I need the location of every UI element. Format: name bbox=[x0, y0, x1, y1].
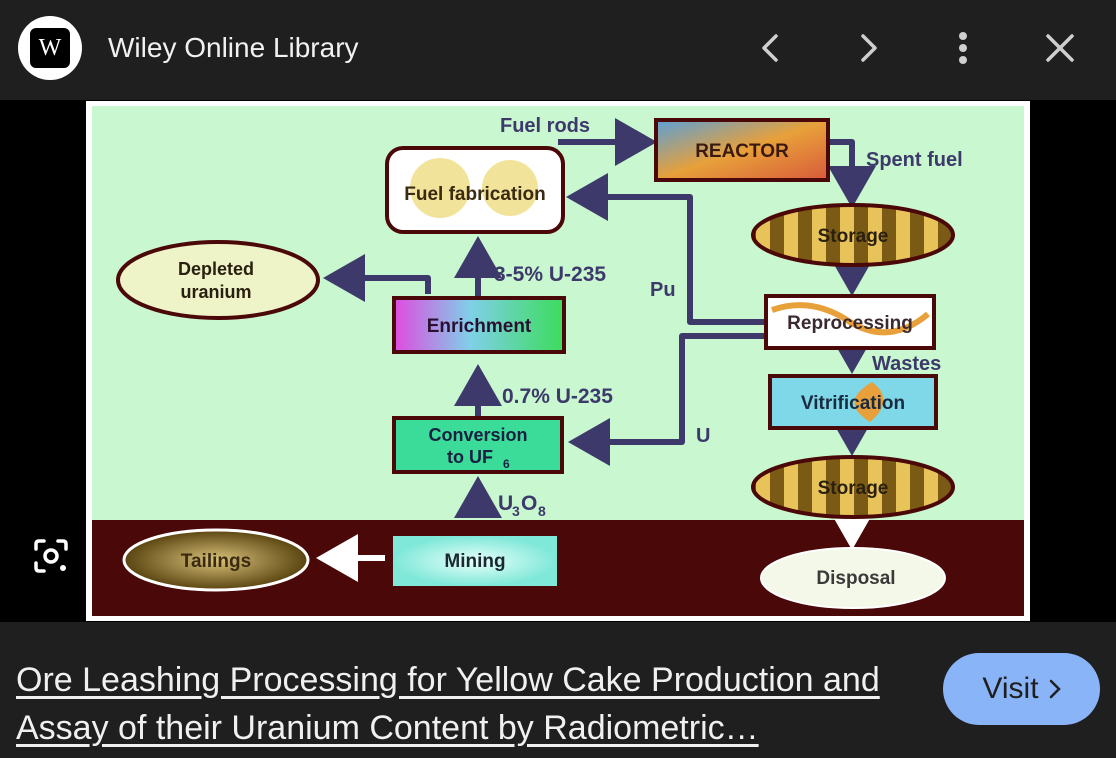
tailings-label: Tailings bbox=[181, 551, 251, 572]
conversion-label-2: to UF bbox=[447, 447, 493, 467]
depleted-uranium-ellipse bbox=[116, 240, 320, 320]
close-icon[interactable] bbox=[1040, 28, 1080, 68]
svg-text:3: 3 bbox=[512, 503, 520, 519]
conversion-label-1: Conversion bbox=[428, 425, 527, 445]
more-vert-icon[interactable] bbox=[943, 28, 983, 68]
wastes-label: Wastes bbox=[872, 353, 941, 375]
u-label: U bbox=[696, 425, 710, 447]
storage-top-label: Storage bbox=[818, 226, 889, 247]
vitrification-label: Vitrification bbox=[801, 393, 905, 414]
forward-icon[interactable] bbox=[848, 28, 888, 68]
lens-search-button[interactable] bbox=[18, 528, 84, 584]
fuel-fabrication-label: Fuel fabrication bbox=[404, 184, 545, 205]
depleted-uranium-label-2: uranium bbox=[180, 282, 251, 302]
mining-box bbox=[393, 536, 557, 586]
mining-label: Mining bbox=[444, 551, 505, 572]
storage-top-ellipse bbox=[751, 203, 955, 267]
reprocessing-wave bbox=[771, 302, 930, 336]
fuel-rods-label: Fuel rods bbox=[500, 115, 590, 137]
gear-icon bbox=[482, 160, 538, 216]
disposal-ellipse bbox=[760, 547, 946, 609]
enrichment-percent-label: 3-5% U-235 bbox=[494, 263, 606, 286]
disposal-label: Disposal bbox=[816, 568, 895, 589]
depleted-uranium-label-1: Depleted bbox=[178, 259, 254, 279]
svg-text:O: O bbox=[521, 492, 537, 515]
conversion-box bbox=[392, 416, 564, 474]
enrichment-box bbox=[392, 296, 566, 354]
natural-percent-label: 0.7% U-235 bbox=[502, 385, 613, 408]
conversion-subscript: 6 bbox=[503, 457, 510, 471]
back-icon[interactable] bbox=[751, 28, 791, 68]
storage-bottom-label: Storage bbox=[818, 478, 889, 499]
storage-bottom-ellipse bbox=[751, 455, 955, 519]
result-panel: Ore Leashing Processing for Yellow Cake … bbox=[0, 622, 1116, 758]
pu-label: Pu bbox=[650, 279, 676, 301]
site-title: Wiley Online Library bbox=[108, 32, 359, 63]
vitrification-box bbox=[768, 374, 938, 430]
vitrification-shape bbox=[854, 382, 884, 422]
lens-icon bbox=[34, 539, 68, 573]
svg-text:U: U bbox=[498, 492, 513, 515]
reactor-label: REACTOR bbox=[695, 141, 789, 162]
chevron-right-icon bbox=[1049, 679, 1061, 699]
image-preview[interactable]: Fuel fabrication REACTOR Fuel rods Spent… bbox=[0, 100, 1116, 622]
top-bar: W Wiley Online Library bbox=[0, 0, 1116, 100]
svg-text:8: 8 bbox=[538, 503, 546, 519]
gear-icon bbox=[410, 158, 470, 218]
reactor-box bbox=[654, 118, 830, 182]
favicon-letter: W bbox=[30, 28, 70, 68]
u3o8-label: U 3 O 8 bbox=[498, 492, 546, 519]
nuclear-fuel-cycle-diagram: Fuel fabrication REACTOR Fuel rods Spent… bbox=[86, 101, 1030, 621]
tailings-ellipse bbox=[122, 528, 310, 592]
reprocessing-label: Reprocessing bbox=[787, 313, 913, 334]
enrichment-label: Enrichment bbox=[427, 316, 532, 337]
result-title-link[interactable]: Ore Leashing Processing for Yellow Cake … bbox=[16, 661, 880, 747]
spent-fuel-label: Spent fuel bbox=[866, 149, 963, 171]
site-favicon: W bbox=[18, 16, 82, 80]
visit-label: Visit bbox=[982, 672, 1039, 705]
visit-button[interactable]: Visit bbox=[943, 653, 1100, 725]
